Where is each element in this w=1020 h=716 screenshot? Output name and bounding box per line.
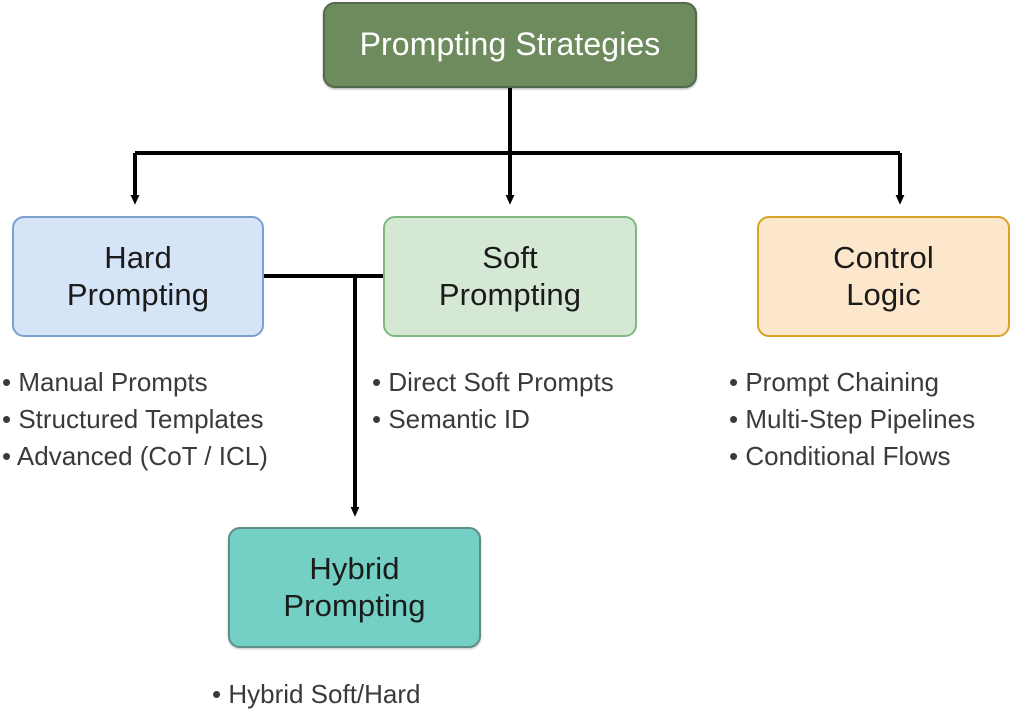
node-label-line2: Logic	[846, 276, 921, 312]
bullet-list-hard-prompting: • Manual Prompts • Structured Templates …	[2, 364, 268, 475]
bullet-list-soft-prompting: • Direct Soft Prompts • Semantic ID	[372, 364, 614, 438]
list-item: • Advanced (CoT / ICL)	[2, 440, 268, 471]
list-item: • Direct Soft Prompts	[372, 367, 614, 397]
node-label-line2: Prompting	[66, 276, 210, 312]
node-label-line1: Soft	[482, 239, 538, 275]
bullet-list-hybrid-prompting: • Hybrid Soft/Hard	[212, 676, 421, 713]
node-label-line1: Hard	[104, 239, 172, 275]
node-soft-prompting[interactable]: Soft Prompting	[383, 216, 637, 337]
node-label-line1: Hybrid	[309, 550, 400, 586]
bullet-list-control-logic: • Prompt Chaining • Multi-Step Pipelines…	[729, 364, 975, 475]
node-hybrid-prompting[interactable]: Hybrid Prompting	[228, 527, 481, 648]
node-label-line1: Control	[833, 239, 934, 275]
node-prompting-strategies[interactable]: Prompting Strategies	[323, 2, 697, 88]
node-label-line1: Prompting Strategies	[359, 26, 661, 63]
list-item: • Semantic ID	[372, 403, 530, 434]
list-item: • Manual Prompts	[2, 367, 208, 397]
list-item: • Structured Templates	[2, 403, 264, 434]
list-item: • Conditional Flows	[729, 440, 951, 471]
node-label-line2: Prompting	[438, 276, 582, 312]
node-control-logic[interactable]: Control Logic	[757, 216, 1010, 337]
node-label-line2: Prompting	[283, 587, 426, 623]
list-item: • Multi-Step Pipelines	[729, 403, 976, 434]
list-item: • Hybrid Soft/Hard	[212, 679, 421, 709]
list-item: • Prompt Chaining	[729, 367, 939, 397]
node-hard-prompting[interactable]: Hard Prompting	[12, 216, 264, 337]
